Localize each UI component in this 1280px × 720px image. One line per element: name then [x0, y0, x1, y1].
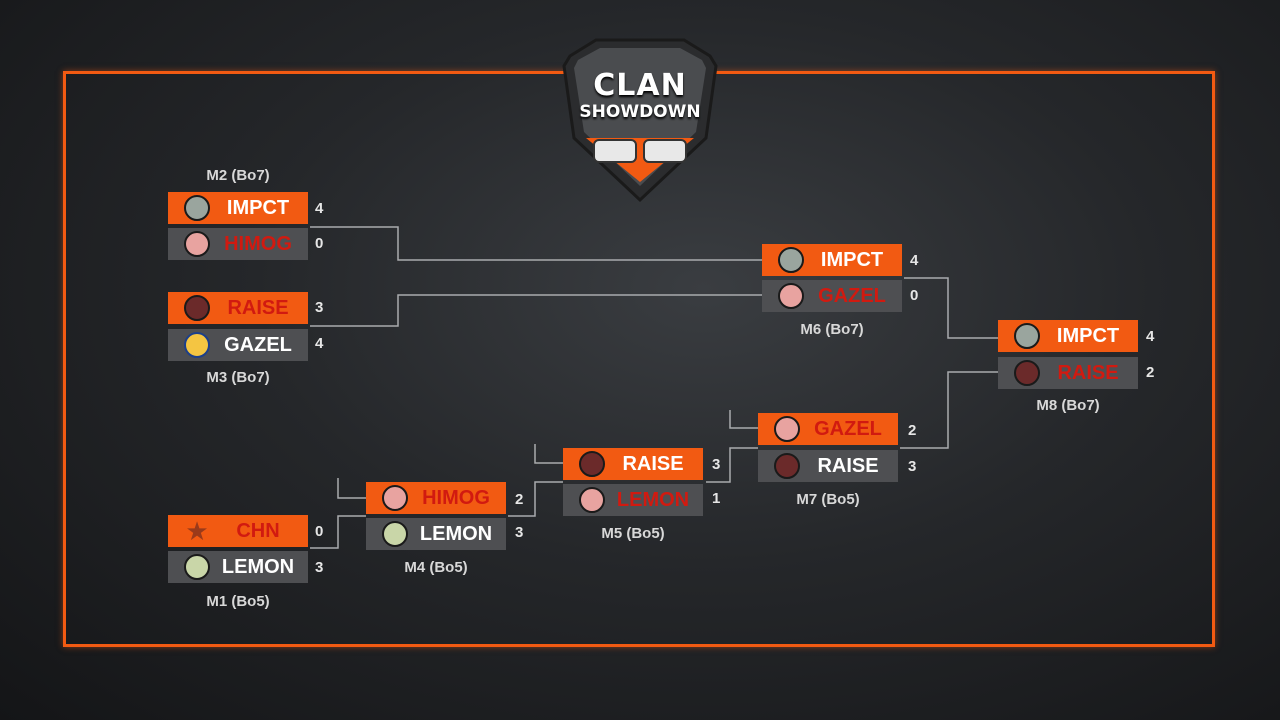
logo-title-showdown: SHOWDOWN — [579, 102, 701, 122]
score-m4-bottom: 3 — [515, 524, 524, 541]
match-label-m7: M7 (Bo5) — [796, 491, 860, 508]
connector-m7-m8 — [900, 371, 998, 449]
match-label-m3: M3 (Bo7) — [206, 369, 270, 386]
score-m4-top: 2 — [515, 491, 524, 508]
lemon-avatar-icon — [579, 487, 605, 513]
connector-m3-m6 — [310, 294, 762, 327]
fist-bump-icon — [593, 139, 687, 163]
team-name: IMPCT — [1056, 325, 1120, 347]
star-icon: ★ — [185, 516, 209, 546]
score-m8-top: 4 — [1146, 328, 1155, 345]
score-m3-top: 3 — [315, 299, 324, 316]
match-label-m6: M6 (Bo7) — [800, 321, 864, 338]
team-row-m3-bottom[interactable]: GAZEL — [168, 329, 308, 361]
score-m2-top: 4 — [315, 200, 324, 217]
team-row-m1-bottom[interactable]: LEMON — [168, 551, 308, 583]
connector-m4-m5 — [508, 481, 563, 517]
score-m6-bottom: 0 — [910, 287, 919, 304]
team-name: LEMON — [221, 556, 295, 578]
himog-avatar-icon — [184, 231, 210, 257]
score-m5-top: 3 — [712, 456, 721, 473]
connector-m5-m7 — [706, 447, 758, 483]
team-row-m1-top[interactable]: ★ CHN — [168, 515, 308, 547]
clan-showdown-logo: CLAN SHOWDOWN — [556, 32, 724, 204]
raise-logo-icon — [1014, 360, 1040, 386]
team-row-m6-bottom[interactable]: GAZEL — [762, 280, 902, 312]
raise-logo-icon — [579, 451, 605, 477]
himog-avatar-icon — [382, 485, 408, 511]
gazel-logo-icon — [184, 332, 210, 358]
team-row-m5-bottom[interactable]: LEMON — [563, 484, 703, 516]
match-label-m5: M5 (Bo5) — [601, 525, 665, 542]
score-m8-bottom: 2 — [1146, 364, 1155, 381]
team-row-m2-top[interactable]: IMPCT — [168, 192, 308, 224]
score-m7-top: 2 — [908, 422, 917, 439]
team-name: IMPCT — [820, 249, 884, 271]
logo-title-clan: CLAN — [593, 68, 687, 103]
match-label-m4: M4 (Bo5) — [404, 559, 468, 576]
team-row-m4-top[interactable]: HIMOG — [366, 482, 506, 514]
team-row-m8-top[interactable]: IMPCT — [998, 320, 1138, 352]
impct-avatar-icon — [1014, 323, 1040, 349]
team-name: GAZEL — [224, 334, 292, 356]
team-row-m7-bottom[interactable]: RAISE — [758, 450, 898, 482]
score-m1-bottom: 3 — [315, 559, 324, 576]
team-row-m8-bottom[interactable]: RAISE — [998, 357, 1138, 389]
team-row-m2-bottom[interactable]: HIMOG — [168, 228, 308, 260]
team-name: HIMOG — [224, 233, 292, 255]
impct-avatar-icon — [184, 195, 210, 221]
score-m3-bottom: 4 — [315, 335, 324, 352]
gazel-logo-icon — [774, 416, 800, 442]
team-name: IMPCT — [226, 197, 290, 219]
team-name: CHN — [236, 520, 280, 542]
team-row-m7-top[interactable]: GAZEL — [758, 413, 898, 445]
team-name: RAISE — [817, 455, 879, 477]
team-name: LEMON — [616, 489, 690, 511]
score-m2-bottom: 0 — [315, 235, 324, 252]
connector-m6-m8 — [904, 277, 998, 339]
team-name: LEMON — [419, 523, 493, 545]
raise-logo-icon — [184, 295, 210, 321]
connector-m4-stub — [337, 478, 366, 499]
lemon-avatar-icon — [184, 554, 210, 580]
score-m7-bottom: 3 — [908, 458, 917, 475]
connector-m2-m6 — [310, 226, 762, 261]
team-row-m3-top[interactable]: RAISE — [168, 292, 308, 324]
team-name: RAISE — [1057, 362, 1119, 384]
gazel-logo-icon — [778, 283, 804, 309]
lemon-avatar-icon — [382, 521, 408, 547]
team-name: RAISE — [227, 297, 289, 319]
score-m6-top: 4 — [910, 252, 919, 269]
team-name: RAISE — [622, 453, 684, 475]
connector-m5-stub — [534, 444, 563, 464]
connector-m1-m4 — [310, 515, 366, 549]
team-row-m4-bottom[interactable]: LEMON — [366, 518, 506, 550]
team-name: GAZEL — [818, 285, 886, 307]
match-label-m2: M2 (Bo7) — [206, 167, 270, 184]
team-name: HIMOG — [422, 487, 490, 509]
impct-avatar-icon — [778, 247, 804, 273]
team-row-m5-top[interactable]: RAISE — [563, 448, 703, 480]
team-row-m6-top[interactable]: IMPCT — [762, 244, 902, 276]
match-label-m8: M8 (Bo7) — [1036, 397, 1100, 414]
raise-logo-icon — [774, 453, 800, 479]
team-name: GAZEL — [814, 418, 882, 440]
score-m1-top: 0 — [315, 523, 324, 540]
connector-m7-stub — [729, 410, 758, 429]
score-m5-bottom: 1 — [712, 490, 721, 507]
match-label-m1: M1 (Bo5) — [206, 593, 270, 610]
